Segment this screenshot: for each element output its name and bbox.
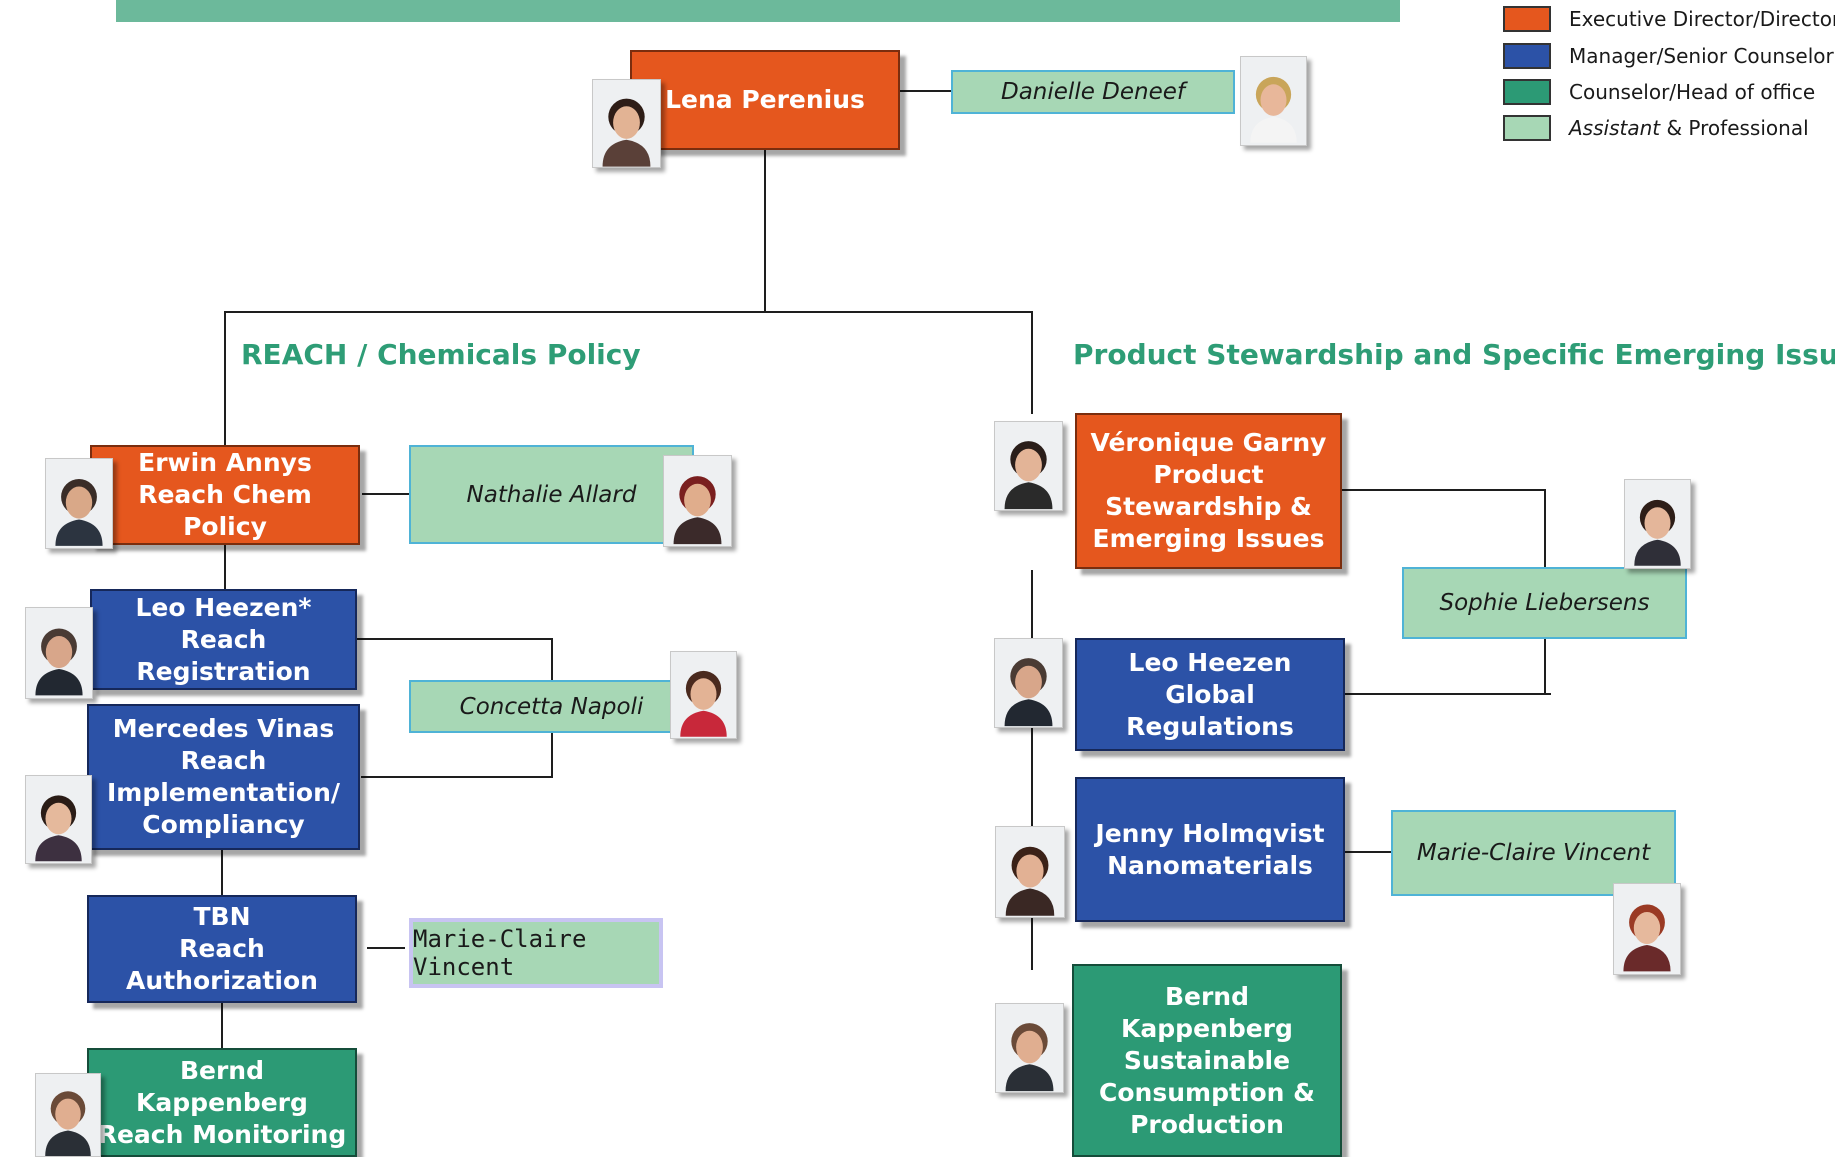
assistant-marie-claire-vincent-right[interactable]: Marie-Claire Vincent <box>1391 810 1676 896</box>
photo-lena-perenius <box>592 79 661 168</box>
connector-line <box>900 90 952 92</box>
person-photo-icon <box>36 1074 100 1156</box>
legend-label: Assistant & Professional <box>1569 116 1809 140</box>
connector-line <box>221 1003 223 1049</box>
assistant-label: Nathalie Allard <box>466 481 637 508</box>
connector-line <box>361 776 553 778</box>
connector-line <box>764 150 766 312</box>
legend-label: Executive Director/Director <box>1569 7 1835 31</box>
connector-line <box>1344 851 1392 853</box>
photo-concetta-napoli <box>670 651 737 739</box>
person-photo-icon <box>1241 59 1306 143</box>
person-photo-icon <box>996 1004 1063 1092</box>
node-label: Mercedes Vinas Reach Implementation/ Com… <box>106 714 341 839</box>
assistant-label: Sophie Liebersens <box>1439 590 1650 616</box>
person-photo-icon <box>46 461 112 546</box>
node-bernd-kappenberg-sustainable[interactable]: Bernd Kappenberg Sustainable Consumption… <box>1072 964 1342 1157</box>
person-photo-icon <box>995 639 1062 727</box>
assistant-label: Danielle Deneef <box>1001 79 1185 105</box>
photo-jenny-holmqvist <box>995 826 1065 918</box>
node-label: Jenny Holmqvist Nanomaterials <box>1095 818 1325 880</box>
node-label: Bernd Kappenberg Sustainable Consumption… <box>1099 981 1315 1139</box>
connector-line <box>1344 693 1551 695</box>
assistant-concetta-napoli[interactable]: Concetta Napoli <box>409 680 694 733</box>
connector-line <box>221 850 223 896</box>
person-photo-icon <box>1625 482 1690 566</box>
person-photo-icon <box>995 422 1062 510</box>
connector-line <box>362 493 410 495</box>
connector-line <box>224 545 226 590</box>
section-title-product-stewardship: Product Stewardship and Specific Emergin… <box>1073 338 1835 371</box>
connector-line <box>1341 489 1546 491</box>
assistant-label: Concetta Napoli <box>459 693 644 720</box>
person-photo-icon <box>671 653 736 737</box>
legend-label: Counselor/Head of office <box>1569 80 1816 104</box>
photo-veronique-garny <box>994 421 1063 511</box>
connector-line <box>1544 489 1546 567</box>
connector-line <box>357 638 552 640</box>
photo-mercedes-vinas <box>25 775 92 864</box>
photo-bernd-kappenberg-right <box>995 1003 1064 1093</box>
connector-line <box>1544 637 1546 694</box>
photo-bernd-kappenberg-left <box>35 1073 101 1157</box>
person-photo-icon <box>26 610 92 696</box>
assistant-label: Marie-Claire Vincent <box>1416 840 1651 866</box>
section-title-reach: REACH / Chemicals Policy <box>241 338 641 371</box>
node-label: Véronique Garny Product Stewardship & Em… <box>1090 428 1327 553</box>
legend-label: Manager/Senior Counselor <box>1569 44 1834 68</box>
photo-leo-heezen-global <box>994 638 1063 728</box>
photo-leo-heezen-registration <box>25 607 93 699</box>
photo-sophie-liebersens <box>1624 479 1691 569</box>
connector-line <box>367 947 405 949</box>
node-label: Bernd Kappenberg Reach Monitoring <box>97 1055 347 1149</box>
legend-swatch <box>1503 115 1551 141</box>
connector-line <box>1031 570 1033 970</box>
connector-line <box>224 311 226 446</box>
node-bernd-kappenberg-monitoring[interactable]: Bernd Kappenberg Reach Monitoring <box>87 1048 357 1157</box>
node-leo-heezen-registration[interactable]: Leo Heezen* Reach Registration <box>90 589 357 690</box>
legend-label-italic: Assistant <box>1569 116 1661 140</box>
node-tbn-authorization[interactable]: TBN Reach Authorization <box>87 895 357 1003</box>
legend-item-assistant: Assistant & Professional <box>1503 115 1809 141</box>
person-photo-icon <box>664 457 731 545</box>
person-photo-icon <box>1614 886 1680 972</box>
node-jenny-holmqvist[interactable]: Jenny Holmqvist Nanomaterials <box>1075 777 1345 922</box>
legend-item-manager: Manager/Senior Counselor <box>1503 43 1834 69</box>
node-erwin-annys[interactable]: Erwin Annys Reach Chem Policy <box>90 445 360 545</box>
legend-swatch <box>1503 43 1551 69</box>
assistant-marie-claire-vincent-left[interactable]: Marie-Claire Vincent <box>409 918 663 988</box>
legend-label-rest: & Professional <box>1660 116 1809 140</box>
photo-danielle-deneef <box>1240 56 1307 146</box>
photo-erwin-annys <box>45 458 113 549</box>
node-label: Erwin Annys Reach Chem Policy <box>138 448 312 541</box>
header-bar <box>116 0 1400 22</box>
assistant-sophie-liebersens[interactable]: Sophie Liebersens <box>1402 567 1687 639</box>
person-photo-icon <box>26 777 91 862</box>
node-veronique-garny[interactable]: Véronique Garny Product Stewardship & Em… <box>1075 413 1342 569</box>
node-label: Lena Perenius <box>665 85 865 114</box>
assistant-nathalie-allard[interactable]: Nathalie Allard <box>409 445 694 544</box>
assistant-danielle-deneef[interactable]: Danielle Deneef <box>951 70 1235 114</box>
legend-swatch <box>1503 6 1551 32</box>
node-label: Leo Heezen* Reach Registration <box>135 592 312 686</box>
node-label: Leo Heezen Global Regulations <box>1126 647 1294 741</box>
photo-nathalie-allard <box>663 455 732 547</box>
person-photo-icon <box>593 80 660 167</box>
legend-item-executive: Executive Director/Director <box>1503 6 1835 32</box>
person-photo-icon <box>996 828 1064 916</box>
photo-marie-claire-vincent <box>1613 883 1681 975</box>
node-lena-perenius[interactable]: Lena Perenius <box>630 50 900 150</box>
node-leo-heezen-global[interactable]: Leo Heezen Global Regulations <box>1075 638 1345 751</box>
node-label: TBN Reach Authorization <box>126 902 318 995</box>
connector-line <box>224 311 1033 313</box>
assistant-label: Marie-Claire Vincent <box>413 925 587 981</box>
connector-line <box>1031 311 1033 414</box>
legend-swatch <box>1503 79 1551 105</box>
node-mercedes-vinas[interactable]: Mercedes Vinas Reach Implementation/ Com… <box>87 704 360 850</box>
legend-item-counselor: Counselor/Head of office <box>1503 79 1815 105</box>
